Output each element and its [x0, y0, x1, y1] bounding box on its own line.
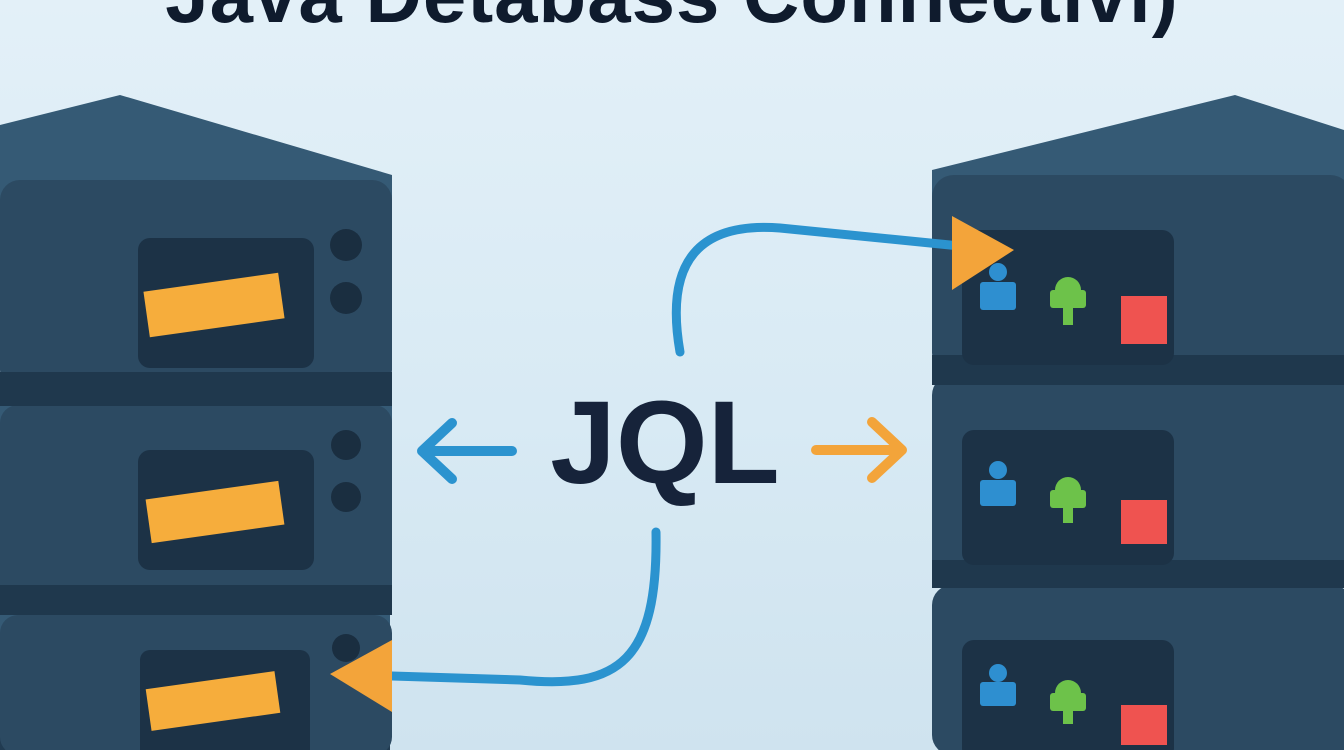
- arrowhead-orange-left-icon: [330, 640, 392, 712]
- right-server-unit-2: [932, 375, 1344, 588]
- user-icon: [980, 664, 1016, 706]
- right-server-unit-3: [932, 585, 1344, 750]
- user-icon: [980, 263, 1016, 310]
- left-server-unit-1: [0, 95, 392, 406]
- left-drive-slot-1: [143, 272, 285, 338]
- left-server-unit-2-shadow: [0, 585, 392, 615]
- stop-square-icon: [1121, 296, 1167, 344]
- stop-square-icon: [1121, 500, 1167, 544]
- right-server-stack: [932, 95, 1344, 750]
- lock-icon: [1050, 277, 1086, 325]
- right-server-unit-1: [932, 95, 1344, 385]
- arrowhead-orange-right-icon: [952, 216, 1014, 290]
- diagram-title: Java Detabass Connectivi): [0, 0, 1344, 41]
- right-arrow-icon: [811, 417, 907, 483]
- left-server-stack: [0, 95, 392, 750]
- left-arrow-icon: [417, 418, 517, 484]
- stop-square-icon: [1121, 705, 1167, 745]
- connectors: [330, 216, 1014, 712]
- lock-icon: [1050, 477, 1086, 523]
- left-status-dot-3: [331, 430, 361, 460]
- left-status-dot-5: [332, 634, 360, 662]
- left-drive-slot-2: [145, 480, 285, 544]
- user-icon: [980, 461, 1016, 506]
- curved-arrow-to-left-server: [387, 527, 661, 687]
- left-status-dot-1: [330, 229, 362, 261]
- left-drive-slot-3: [145, 671, 281, 731]
- left-status-dot-4: [331, 482, 361, 512]
- lock-icon: [1050, 680, 1086, 724]
- left-server-unit-1-shadow: [0, 372, 392, 406]
- curved-arrow-to-right-server: [671, 222, 965, 357]
- left-status-dot-2: [330, 282, 362, 314]
- center-label: JQL: [550, 377, 780, 509]
